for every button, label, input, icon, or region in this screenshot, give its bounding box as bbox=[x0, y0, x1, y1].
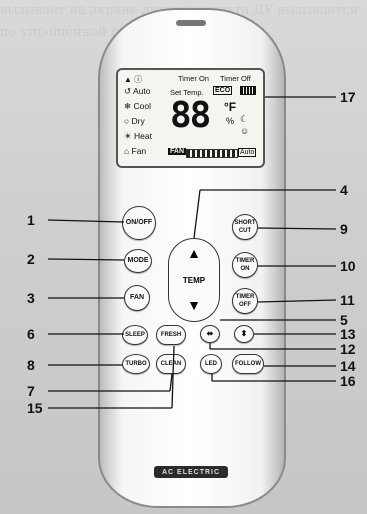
on-off-label: ON/OFF bbox=[125, 219, 153, 226]
led-button[interactable]: LED bbox=[200, 354, 222, 374]
callout-1: 1 bbox=[27, 212, 35, 228]
fresh-button[interactable]: FRESH bbox=[156, 325, 186, 345]
temperature-digits: 88 bbox=[170, 95, 211, 136]
mode-heat-label: Heat bbox=[134, 131, 152, 141]
callout-4: 4 bbox=[340, 182, 348, 198]
callout-11: 11 bbox=[340, 292, 355, 308]
fan-speed-bar bbox=[186, 149, 238, 158]
swing-left-icon: ⬌ bbox=[206, 329, 214, 338]
lcd-display: ▲ ⓘ Timer On Timer Off ↺ Auto ❄ Cool ○ D… bbox=[116, 68, 265, 168]
short-cut-button[interactable]: SHORT CUT bbox=[232, 214, 258, 240]
drop-icon: ○ bbox=[124, 116, 130, 126]
swing-right-icon: ⬍ bbox=[240, 329, 248, 338]
clean-button[interactable]: CLEAN bbox=[156, 354, 186, 374]
swing-left-button[interactable]: ⬌ bbox=[200, 325, 220, 343]
callout-6: 6 bbox=[27, 326, 35, 342]
timer-on-label: TIMER ON bbox=[235, 258, 255, 272]
fan-label: FAN bbox=[130, 294, 144, 301]
mode-dry-label: Dry bbox=[131, 116, 145, 126]
timer-off-label: TIMER OFF bbox=[235, 294, 255, 308]
callout-5: 5 bbox=[340, 312, 348, 328]
temperature-unit: °F bbox=[224, 100, 237, 114]
sun-icon: ☀ bbox=[124, 131, 132, 141]
snowflake-icon: ❄ bbox=[124, 101, 132, 111]
callout-17: 17 bbox=[340, 89, 356, 105]
led-label: LED bbox=[205, 361, 217, 367]
fresh-label: FRESH bbox=[160, 332, 182, 338]
mode-cool: ❄ Cool bbox=[124, 101, 151, 112]
temp-rocker: ▲ TEMP ▼ bbox=[168, 238, 220, 322]
temp-label: TEMP bbox=[182, 276, 206, 285]
set-temp-label: Set Temp. bbox=[170, 88, 204, 97]
mode-cool-label: Cool bbox=[133, 101, 151, 111]
callout-7: 7 bbox=[27, 383, 35, 399]
sleep-button[interactable]: SLEEP bbox=[122, 325, 148, 345]
person-icon: ☺ bbox=[240, 126, 250, 136]
callout-3: 3 bbox=[27, 290, 35, 306]
sleep-moon-icon: ☾ bbox=[240, 114, 249, 124]
fan-icon: ⌂ bbox=[124, 146, 130, 156]
auto-icon: ↺ bbox=[124, 86, 132, 96]
follow-label: FOLLOW bbox=[235, 361, 261, 367]
timer-off-indicator: Timer Off bbox=[220, 74, 251, 83]
eco-indicator: ECO bbox=[213, 86, 233, 95]
callout-8: 8 bbox=[27, 357, 35, 373]
turbo-button[interactable]: TURBO bbox=[122, 354, 150, 374]
turbo-label: TURBO bbox=[125, 361, 147, 367]
temp-down-button[interactable]: ▼ bbox=[187, 297, 201, 313]
callout-12: 12 bbox=[340, 341, 356, 357]
callout-9: 9 bbox=[340, 221, 348, 237]
temp-up-button[interactable]: ▲ bbox=[187, 245, 201, 261]
fan-speed-label: FAN bbox=[168, 148, 186, 155]
follow-button[interactable]: FOLLOW bbox=[232, 354, 264, 374]
ir-window bbox=[176, 20, 206, 26]
timer-on-button[interactable]: TIMER ON bbox=[232, 252, 258, 278]
brand-logo: AC ELECTRIC bbox=[154, 466, 228, 478]
mode-label: MODE bbox=[127, 257, 149, 264]
swing-right-button[interactable]: ⬍ bbox=[234, 325, 254, 343]
callout-16: 16 bbox=[340, 373, 356, 389]
battery-icon bbox=[240, 86, 256, 95]
mode-auto-label: Auto bbox=[133, 86, 151, 96]
mode-fan-label: Fan bbox=[131, 146, 147, 156]
mode-heat: ☀ Heat bbox=[124, 131, 152, 142]
mode-auto: ↺ Auto bbox=[124, 86, 151, 97]
sleep-label: SLEEP bbox=[125, 332, 145, 338]
percent-icon: % bbox=[226, 116, 235, 126]
fan-auto-indicator: Auto bbox=[238, 148, 257, 157]
timer-off-button[interactable]: TIMER OFF bbox=[232, 288, 258, 314]
mode-button[interactable]: MODE bbox=[124, 249, 152, 273]
callout-15: 15 bbox=[27, 400, 43, 416]
clean-label: CLEAN bbox=[160, 361, 182, 367]
callout-2: 2 bbox=[27, 251, 35, 267]
mode-dry: ○ Dry bbox=[124, 116, 145, 126]
timer-on-indicator: Timer On bbox=[178, 74, 209, 83]
callout-10: 10 bbox=[340, 258, 356, 274]
signal-icon: ▲ ⓘ bbox=[124, 75, 143, 84]
short-cut-label: SHORT CUT bbox=[234, 220, 256, 234]
on-off-button[interactable]: ON/OFF bbox=[122, 206, 156, 240]
mode-fan: ⌂ Fan bbox=[124, 146, 146, 156]
callout-13: 13 bbox=[340, 326, 356, 342]
fan-button[interactable]: FAN bbox=[124, 285, 150, 311]
callout-14: 14 bbox=[340, 358, 356, 374]
